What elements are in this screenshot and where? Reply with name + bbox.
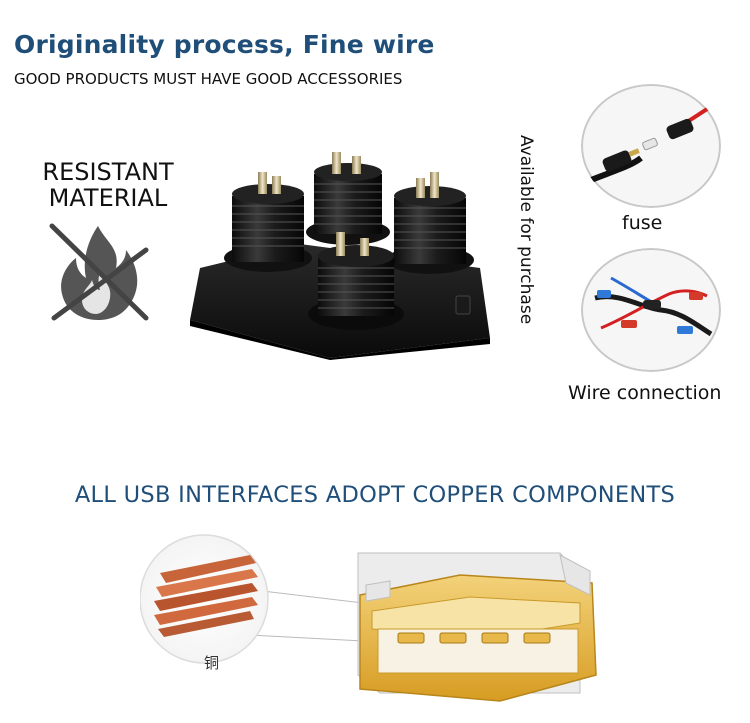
resistant-line-1: RESISTANT xyxy=(42,158,174,186)
page-subtitle: GOOD PRODUCTS MUST HAVE GOOD ACCESSORIES xyxy=(14,70,403,88)
fuse-label: fuse xyxy=(622,212,663,234)
wire-connection-label: Wire connection xyxy=(568,382,722,404)
socket-right xyxy=(386,172,474,274)
fuse-icon xyxy=(581,84,721,208)
usb-copper-illustration xyxy=(140,534,597,702)
wire-connection-image xyxy=(581,248,721,372)
resistant-line-2: MATERIAL xyxy=(48,184,168,212)
page-title: Originality process, Fine wire xyxy=(14,30,435,59)
copper-label: 铜 xyxy=(204,654,220,672)
resistant-material-label: RESISTANT MATERIAL xyxy=(36,159,180,211)
socket-left xyxy=(224,172,312,272)
fuse-image xyxy=(581,84,721,208)
available-for-purchase-text: Available for purchase xyxy=(516,135,536,325)
wire-connector-icon xyxy=(581,248,721,372)
socket-front xyxy=(308,232,404,330)
copper-strips-icon xyxy=(154,555,258,637)
usb-heading: ALL USB INTERFACES ADOPT COPPER COMPONEN… xyxy=(74,482,676,508)
socket-panel-image xyxy=(190,152,490,360)
socket-top xyxy=(306,152,390,245)
flame-crossed-icon xyxy=(49,223,149,321)
